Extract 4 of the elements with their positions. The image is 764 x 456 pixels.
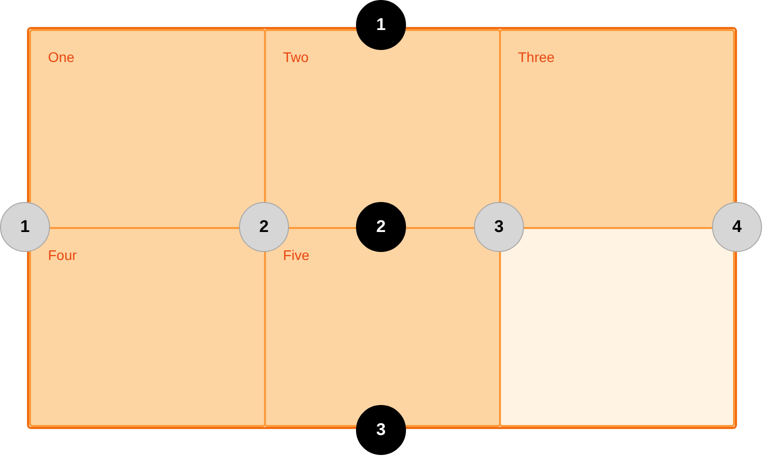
column-line-number-badge: 4 bbox=[712, 202, 762, 252]
row-line-number-badge: 3 bbox=[356, 405, 406, 455]
row-line-number-badge: 1 bbox=[356, 0, 406, 50]
column-line-number-badge: 1 bbox=[0, 202, 50, 252]
